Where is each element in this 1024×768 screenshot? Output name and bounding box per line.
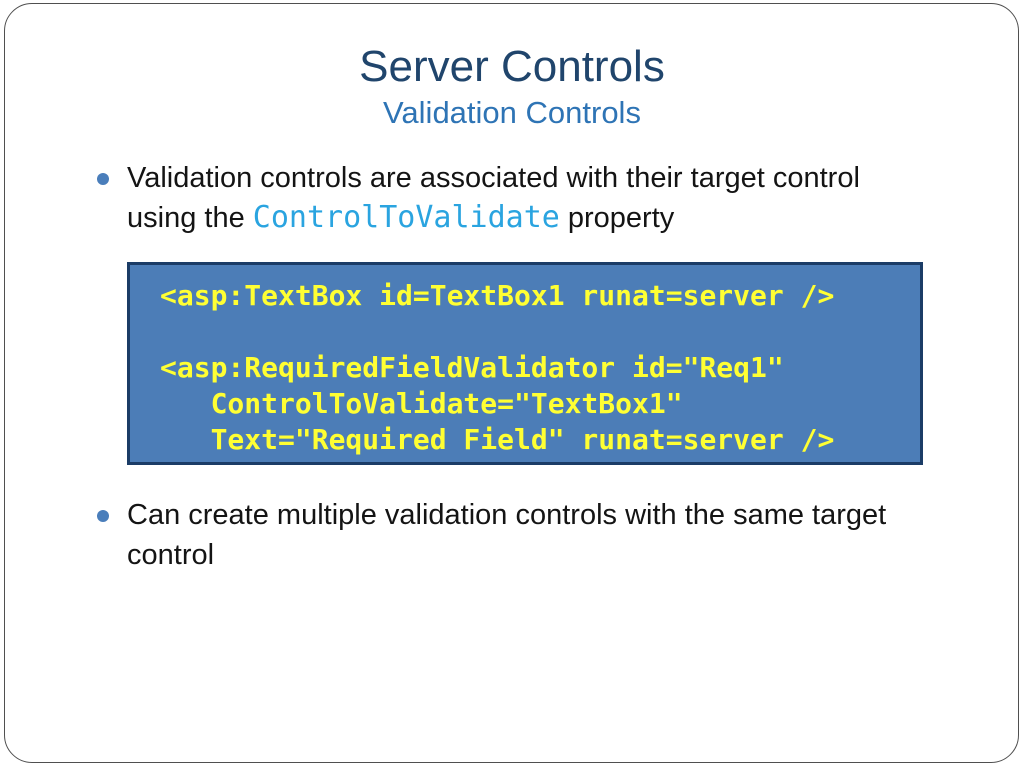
bullet-2-text: Can create multiple validation controls … [127,499,887,571]
bullet-1-text: Validation controls are associated with … [127,158,927,238]
bullet-icon [97,173,109,185]
bullet-1-text-pre: Validation controls are associated with … [127,162,860,234]
code-line [160,314,920,350]
bullet-item-2: Can create multiple validation controls … [97,495,927,575]
bullet-icon [97,510,109,522]
code-line: Text="Required Field" runat=server /> [160,423,835,456]
bullet-1-text-post: property [559,202,675,234]
code-line: <asp:RequiredFieldValidator id="Req1" [160,351,784,384]
title-area: Server Controls Validation Controls [0,42,1024,132]
bullet-item-1: Validation controls are associated with … [97,158,927,238]
page-subtitle: Validation Controls [383,95,641,130]
inline-code-control-to-validate: ControlToValidate [252,200,560,235]
code-line: <asp:TextBox id=TextBox1 runat=server /> [160,279,835,312]
page-title: Server Controls [359,42,665,91]
code-line: ControlToValidate="TextBox1" [160,387,683,420]
code-box: <asp:TextBox id=TextBox1 runat=server />… [127,262,923,465]
